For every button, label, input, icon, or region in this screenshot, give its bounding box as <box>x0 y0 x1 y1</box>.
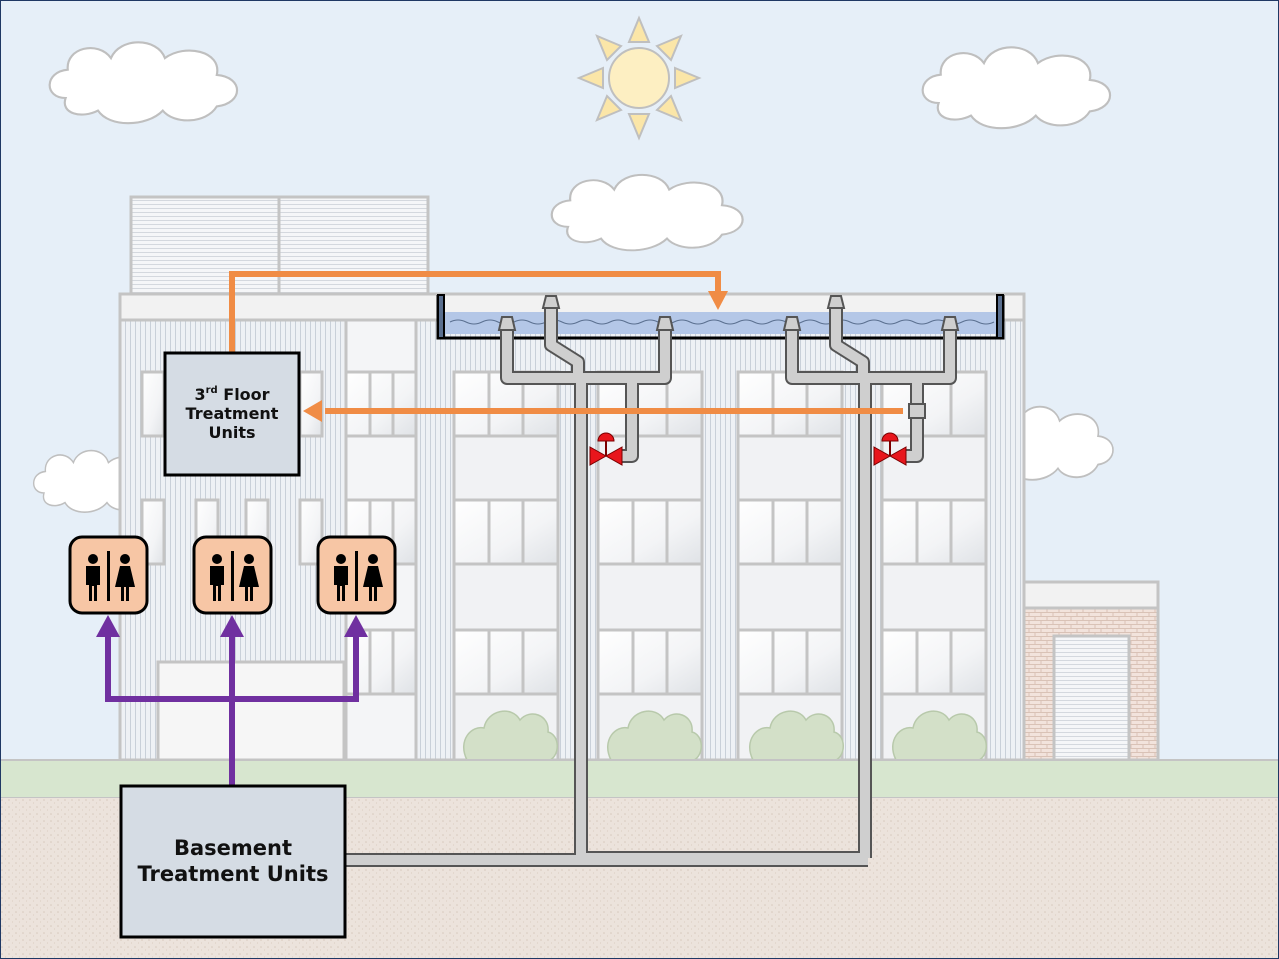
upper-treatment-label-line1: 3rd Floor <box>194 385 269 404</box>
upper-treatment-label-line3: Units <box>208 423 255 442</box>
upper-treatment-units: 3rd Floor Treatment Units <box>163 351 301 477</box>
flow-to-roof-tray <box>229 271 721 353</box>
pipe-inlets <box>497 295 960 419</box>
arrowhead-roof-tray <box>708 291 728 310</box>
cloud-icon <box>550 173 744 252</box>
upper-treatment-label-line2: Treatment <box>186 404 279 423</box>
arrowhead-upper-treatment <box>303 400 322 422</box>
cloud-icon <box>921 46 1112 130</box>
restroom-icon <box>70 537 147 613</box>
arrowhead-restroom-3 <box>344 615 368 637</box>
purple-flow-lines <box>105 634 359 785</box>
brick-annex <box>1022 580 1160 762</box>
basement-treatment-units: Basement Treatment Units <box>119 784 347 939</box>
sun-icon <box>576 15 702 141</box>
cloud-icon <box>48 41 239 125</box>
rooftop-collection-tray <box>436 294 1005 340</box>
arrowhead-restroom-2 <box>220 615 244 637</box>
restroom-icon <box>318 537 395 613</box>
rooftop-penthouse <box>129 195 430 296</box>
arrowhead-restroom-1 <box>96 615 120 637</box>
restroom-icon <box>194 537 271 613</box>
basement-treatment-label-line1: Basement <box>174 836 292 860</box>
basement-treatment-label-line2: Treatment Units <box>138 862 329 886</box>
orange-flow-lines <box>229 271 903 414</box>
